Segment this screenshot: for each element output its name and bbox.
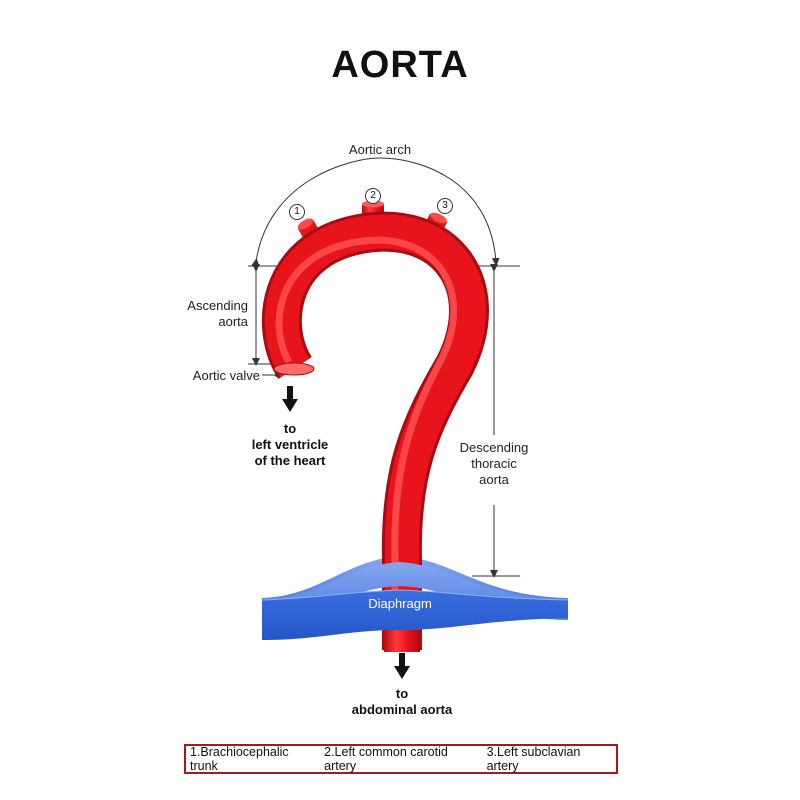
diaphragm-band — [262, 590, 568, 640]
diaphragm-label: Diaphragm — [368, 596, 432, 611]
branch-legend: 1.Brachiocephalic trunk 2.Left common ca… — [184, 744, 618, 774]
to-left-ventricle-line-1: to — [283, 421, 297, 436]
to-left-ventricle-label: to left ventricle of the heart — [230, 421, 350, 469]
to-abdominal-aorta-label: to abdominal aorta — [330, 686, 474, 718]
legend-item-1: 1.Brachiocephalic trunk — [190, 745, 289, 773]
descending-line-3: aorta — [479, 472, 509, 487]
ascending-aorta-label: Ascending aorta — [160, 298, 248, 330]
aortic-valve-label: Aortic valve — [192, 368, 260, 383]
descending-line-2: thoracic — [471, 456, 517, 471]
aorta-tube — [261, 211, 489, 650]
aortic-valve-opening — [273, 362, 315, 376]
aortic-arch-label: Aortic arch — [348, 142, 412, 157]
branch-number-1: 1 — [289, 204, 305, 220]
to-abdominal-line-2: abdominal aorta — [351, 702, 453, 717]
branch-number-2: 2 — [365, 188, 381, 204]
ascending-aorta-line-1: Ascending — [187, 298, 248, 313]
to-abdominal-line-1: to — [395, 686, 409, 701]
aorta-below-diaphragm — [384, 630, 420, 652]
to-left-ventricle-line-3: of the heart — [254, 453, 326, 468]
page-title: AORTA — [331, 44, 469, 86]
arrow-to-left-ventricle — [282, 386, 298, 412]
descending-thoracic-aorta-label: Descending thoracic aorta — [446, 440, 542, 488]
arrow-to-abdominal-aorta — [394, 653, 410, 679]
to-left-ventricle-line-2: left ventricle — [251, 437, 329, 452]
branch-number-3: 3 — [437, 198, 453, 214]
legend-item-3: 3.Left subclavian artery — [486, 745, 581, 773]
aortic-arch-bracket — [251, 157, 500, 267]
descending-line-1: Descending — [459, 440, 529, 455]
ascending-aorta-line-2: aorta — [218, 314, 248, 329]
legend-item-2: 2.Left common carotid artery — [324, 745, 448, 773]
